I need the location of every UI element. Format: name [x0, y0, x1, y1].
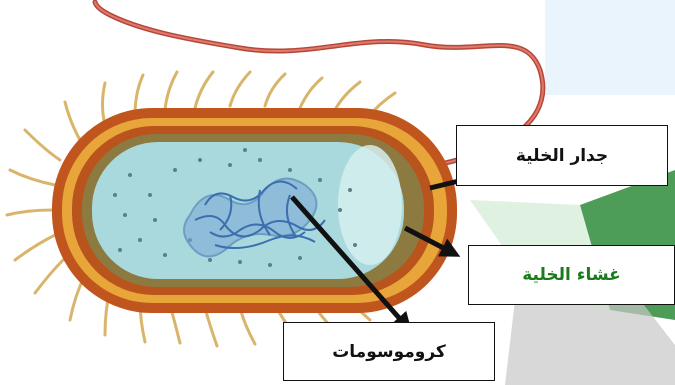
cell-membrane-label: غشاء الخلية	[468, 245, 675, 305]
watermark-gray-block	[505, 300, 675, 385]
bacterial-cell	[52, 108, 457, 313]
watermark-blue-panel	[545, 0, 675, 95]
cell-wall-label: جدار الخلية	[456, 125, 668, 186]
chromosomes-label-text: كروموسومات	[332, 342, 446, 362]
background-watermark	[470, 0, 675, 385]
cytoplasm-highlight	[338, 145, 402, 265]
cell-wall-label-text: جدار الخلية	[516, 146, 608, 166]
chromosomes-label: كروموسومات	[283, 322, 495, 381]
cell-membrane-label-text: غشاء الخلية	[522, 265, 621, 285]
